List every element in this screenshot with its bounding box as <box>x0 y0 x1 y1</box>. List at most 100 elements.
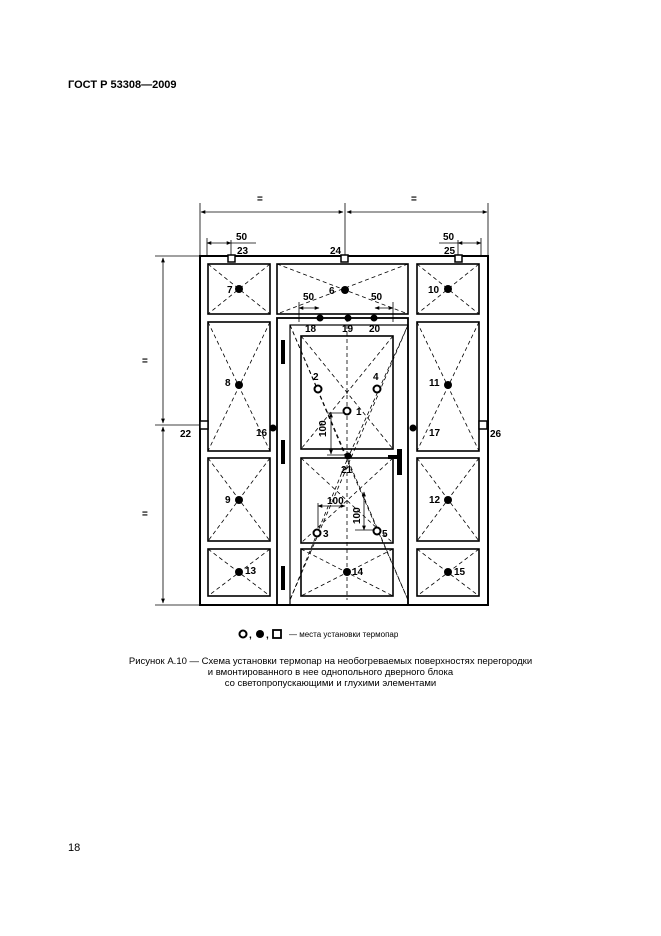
thermocouple-5 <box>372 526 382 536</box>
label-1: 1 <box>356 407 362 418</box>
label-15: 15 <box>454 567 466 578</box>
thermocouple-25 <box>454 254 463 263</box>
dim-equal-top-left: = <box>257 194 263 205</box>
hinge-middle <box>281 440 285 464</box>
thermocouple-17 <box>409 424 417 432</box>
legend-symbols: , , <box>238 629 282 641</box>
label-20: 20 <box>369 324 381 335</box>
label-14: 14 <box>352 567 364 578</box>
thermocouple-12 <box>444 496 452 504</box>
panel-left-lower <box>207 457 271 542</box>
thermocouple-22 <box>199 420 209 430</box>
label-10: 10 <box>428 285 440 296</box>
thermocouple-7 <box>235 285 243 293</box>
label-2: 2 <box>313 372 319 383</box>
label-11: 11 <box>429 378 440 389</box>
label-21: 21 <box>341 465 353 476</box>
label-18: 18 <box>305 324 317 335</box>
open-circle-thermocouples <box>312 384 382 538</box>
panel-right-lower <box>416 457 480 542</box>
panel-left-bottom <box>207 548 271 597</box>
label-8: 8 <box>225 378 231 389</box>
label-4: 4 <box>373 372 379 383</box>
thermocouple-20 <box>370 314 378 322</box>
thermocouple-3 <box>312 528 322 538</box>
legend-separator-1: , <box>249 630 252 641</box>
dim-equal-side-top: = <box>142 356 148 367</box>
legend-solid-circle-icon <box>256 630 264 638</box>
panel-right-bottom <box>416 548 480 597</box>
caption-line-3: со светопропускающими и глухими элемента… <box>224 678 437 689</box>
thermocouple-2 <box>313 384 323 394</box>
thermocouple-10 <box>444 285 452 293</box>
solid-circle-thermocouples <box>235 285 452 576</box>
page-number: 18 <box>68 842 81 854</box>
figure-caption: Рисунок А.10 — Схема установки термопар … <box>0 656 661 689</box>
dim-equal-side-bottom: = <box>142 509 148 520</box>
label-17: 17 <box>429 428 441 439</box>
document-header: ГОСТ Р 53308—2009 <box>68 79 177 91</box>
label-23: 23 <box>237 246 249 257</box>
dim-50-left: 50 <box>236 232 248 243</box>
square-thermocouples <box>199 254 488 430</box>
hinge-top <box>281 340 285 364</box>
caption-line-1: Рисунок А.10 — Схема установки термопар … <box>128 656 533 667</box>
thermocouple-21 <box>344 452 352 460</box>
label-6: 6 <box>329 286 335 297</box>
door-handle-lever <box>388 455 400 459</box>
panel-top-center <box>276 263 409 315</box>
dimension-labels: = = = = 50 50 50 50 100 100 100 <box>142 194 455 524</box>
label-9: 9 <box>225 495 231 506</box>
label-19: 19 <box>342 324 354 335</box>
label-26: 26 <box>490 429 502 440</box>
hinge-bottom <box>281 566 285 590</box>
panel-top-left <box>207 263 271 315</box>
caption-line-2: и вмонтированного в нее однопольного две… <box>207 667 454 678</box>
panel-right-upper <box>416 321 480 452</box>
dimension-lines <box>155 203 489 606</box>
thermocouple-18 <box>316 314 324 322</box>
thermocouple-26 <box>478 420 488 430</box>
thermocouple-16 <box>269 424 277 432</box>
label-25: 25 <box>444 246 456 257</box>
thermocouple-8 <box>235 381 243 389</box>
thermocouple-15 <box>444 568 452 576</box>
label-7: 7 <box>227 285 233 296</box>
label-12: 12 <box>429 495 441 506</box>
dim-50-mid-right: 50 <box>371 292 383 303</box>
dim-equal-top-right: = <box>411 194 417 205</box>
partition-outer-frame <box>199 255 489 606</box>
label-3: 3 <box>323 529 329 540</box>
label-24: 24 <box>330 246 342 257</box>
legend-square-icon <box>272 629 282 639</box>
door-hardware <box>281 340 402 590</box>
thermocouple-24 <box>340 254 349 263</box>
legend-open-circle-icon <box>238 629 248 639</box>
door-leaf <box>289 324 409 606</box>
dim-100-vertical-lower: 100 <box>352 507 363 524</box>
thermocouple-9 <box>235 496 243 504</box>
door-frame <box>276 317 409 606</box>
dim-100-horizontal: 100 <box>327 496 344 507</box>
thermocouple-14 <box>343 568 351 576</box>
label-22: 22 <box>180 429 192 440</box>
dim-50-mid-left: 50 <box>303 292 315 303</box>
thermocouple-19 <box>344 314 352 322</box>
legend-description: — места установки термопар <box>289 630 399 639</box>
label-5: 5 <box>382 529 388 540</box>
dim-50-right: 50 <box>443 232 455 243</box>
thermocouple-6 <box>341 286 349 294</box>
thermocouple-23 <box>227 254 236 263</box>
legend-separator-2: , <box>266 630 269 641</box>
door-handle <box>397 449 402 475</box>
thermocouple-4 <box>372 384 382 394</box>
label-16: 16 <box>256 428 268 439</box>
panel-left-upper <box>207 321 271 452</box>
thermocouple-11 <box>444 381 452 389</box>
thermocouple-1 <box>342 406 352 416</box>
panel-top-right <box>416 263 480 315</box>
thermocouple-labels: 1 2 3 4 5 6 7 8 9 10 11 12 13 14 15 16 1… <box>180 246 502 578</box>
dim-100-vertical-upper: 100 <box>318 420 329 437</box>
thermocouple-13 <box>235 568 243 576</box>
